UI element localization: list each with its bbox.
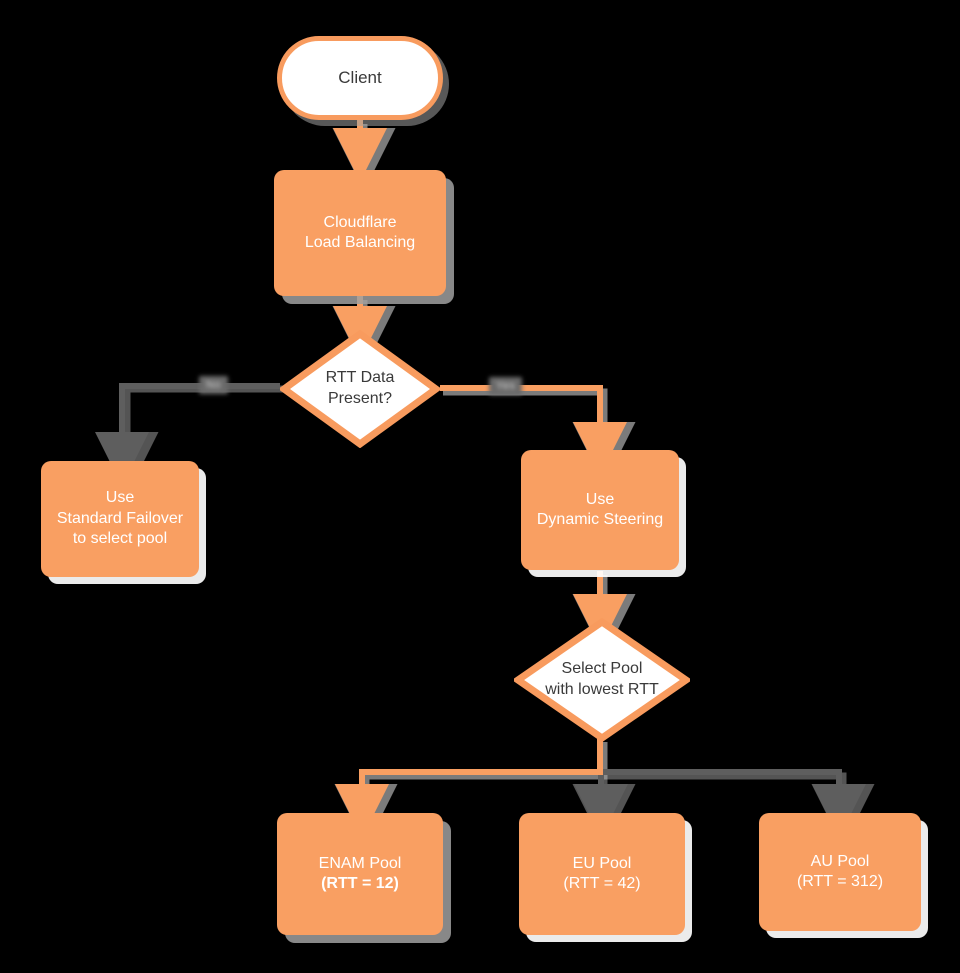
- node-rtt-data-present[interactable]: RTT Data Present?: [280, 330, 440, 448]
- node-standard-failover-label-line1: Use: [105, 489, 135, 507]
- node-load-balancing[interactable]: Cloudflare Load Balancing: [274, 170, 446, 296]
- node-enam-pool[interactable]: ENAM Pool (RTT = 12): [277, 813, 443, 935]
- node-eu-pool-label-line1: EU Pool: [572, 854, 632, 872]
- node-eu-pool-label-line2: (RTT = 42): [563, 875, 641, 892]
- diamond-shape-icon: [280, 330, 440, 448]
- node-enam-pool-label-line1: ENAM Pool: [318, 854, 402, 872]
- node-au-pool[interactable]: AU Pool (RTT = 312): [759, 813, 921, 931]
- node-load-balancing-label-line2: Load Balancing: [304, 234, 416, 251]
- edge-label-yes: Yes: [489, 377, 523, 395]
- edge-label-no-text: No: [206, 379, 222, 391]
- node-dynamic-steering[interactable]: Use Dynamic Steering: [521, 450, 679, 570]
- node-au-pool-label-line1: AU Pool: [810, 852, 870, 870]
- node-standard-failover-label-line2: Standard Failover: [56, 509, 184, 527]
- node-load-balancing-label-line1: Cloudflare: [323, 213, 397, 231]
- node-standard-failover-label-line3: to select pool: [72, 530, 168, 548]
- node-dynamic-steering-label-line1: Use: [585, 490, 615, 508]
- edge-label-yes-text: Yes: [496, 380, 516, 392]
- node-select-pool-lowest-rtt[interactable]: Select Pool with lowest RTT: [514, 618, 690, 742]
- node-dynamic-steering-label-line2: Dynamic Steering: [536, 511, 664, 528]
- edge-selectpool-to-au: [601, 769, 866, 838]
- node-client-label: Client: [338, 68, 382, 88]
- edge-rtt-no-to-standard-failover: [95, 383, 280, 486]
- edge-label-no: No: [199, 376, 229, 394]
- edge-selectpool-to-enam: [335, 738, 603, 838]
- node-client[interactable]: Client: [277, 36, 443, 120]
- node-au-pool-label-line2: (RTT = 312): [796, 873, 884, 890]
- node-enam-pool-label-line2: (RTT = 12): [321, 875, 399, 892]
- diamond-shape-icon: [514, 618, 690, 742]
- node-standard-failover[interactable]: Use Standard Failover to select pool: [41, 461, 199, 577]
- edge-rtt-yes-to-dynamic-steering: [440, 385, 627, 476]
- node-eu-pool[interactable]: EU Pool (RTT = 42): [519, 813, 685, 935]
